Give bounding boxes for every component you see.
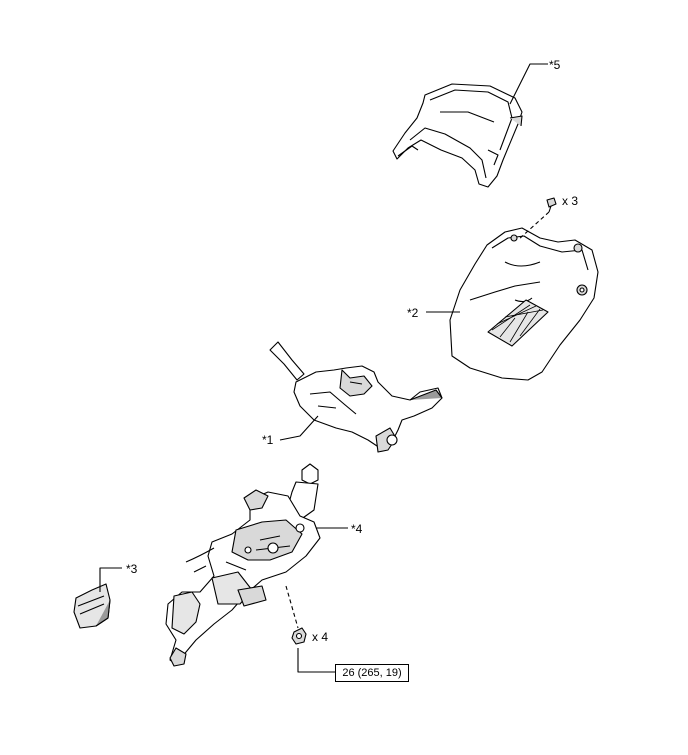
part4-label: *4 bbox=[351, 522, 363, 536]
cover-screw bbox=[517, 197, 557, 241]
part5-label: *5 bbox=[549, 58, 561, 72]
part1-label: *1 bbox=[262, 433, 274, 447]
part3-label: *3 bbox=[126, 562, 138, 576]
connector-part3 bbox=[73, 583, 111, 629]
column-nut bbox=[285, 585, 307, 645]
part2-label: *2 bbox=[407, 306, 419, 320]
screw-quantity-label: x 3 bbox=[562, 194, 579, 208]
steering-column-assembly-part4 bbox=[165, 463, 321, 667]
combination-switch-part1 bbox=[269, 341, 443, 453]
nut-quantity-label: x 4 bbox=[312, 630, 329, 644]
leader-lines bbox=[99, 63, 548, 673]
torque-spec-box: 26 (265, 19) bbox=[335, 664, 409, 682]
upper-column-cover-part5 bbox=[392, 83, 523, 188]
lower-column-cover-part2 bbox=[449, 227, 599, 381]
